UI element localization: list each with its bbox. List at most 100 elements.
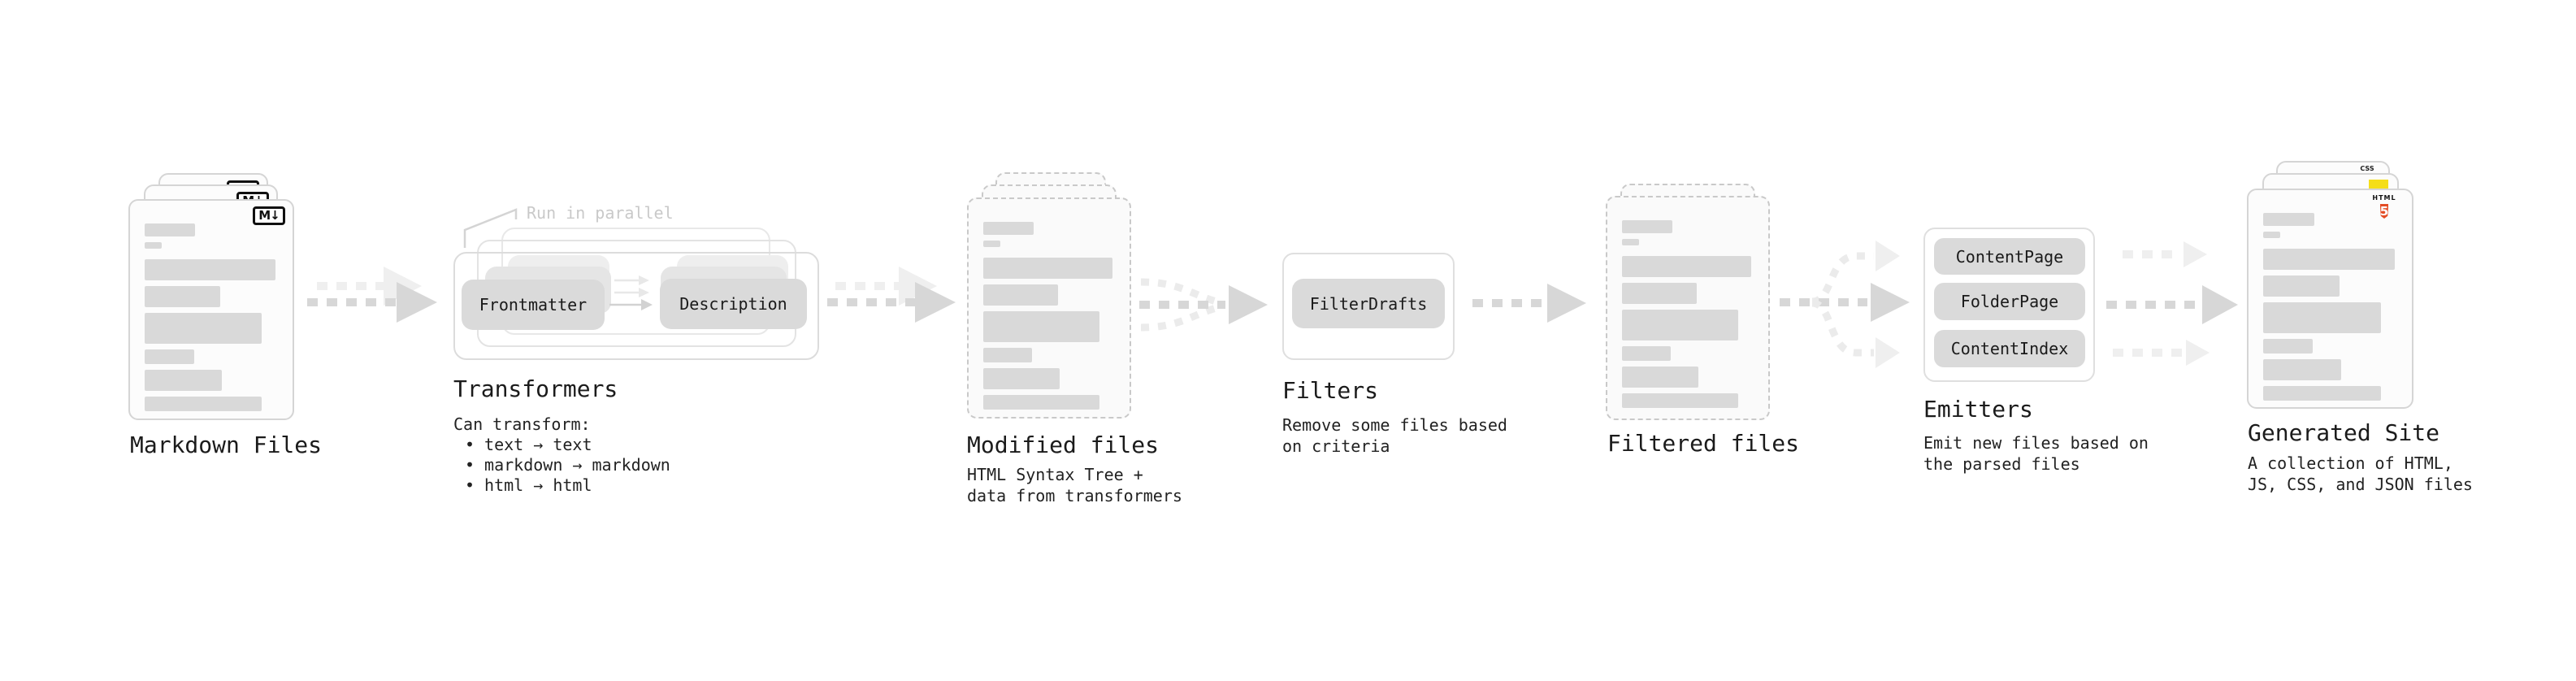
text-line xyxy=(145,242,163,249)
arrow-filtered-to-emitters-branch xyxy=(1780,241,1910,368)
hlt xyxy=(2184,241,2207,267)
emitters-subtitle: Emit new files based on the parsed files xyxy=(1923,432,2149,475)
text-line xyxy=(2263,232,2281,238)
html5-icon-label: HTML xyxy=(2372,194,2396,202)
text-line xyxy=(145,397,262,411)
text-line xyxy=(1622,283,1698,304)
bullet-item: • markdown → markdown xyxy=(453,455,670,475)
markdown-icon: M↓ xyxy=(253,206,285,225)
html5-icon: HTML 5 xyxy=(2367,194,2401,221)
text-line xyxy=(145,370,223,391)
text-line xyxy=(2263,249,2395,270)
text-line xyxy=(1622,310,1738,340)
subtitle-line: on criteria xyxy=(1282,436,1390,456)
text-line xyxy=(2263,386,2382,401)
arrow-filters-to-filtered xyxy=(1472,284,1586,323)
site-file-card-html: HTML 5 xyxy=(2247,189,2413,409)
subtitle-line: JS, CSS, and JSON files xyxy=(2248,475,2473,494)
arrow-markdown-to-transformers xyxy=(307,267,437,323)
bullet-text: markdown → markdown xyxy=(484,455,670,475)
bullet-dot: • xyxy=(465,475,475,495)
text-line xyxy=(983,222,1034,235)
doc-text-lines xyxy=(145,223,278,411)
text-line xyxy=(145,313,262,344)
text-line xyxy=(1622,220,1672,233)
hlt xyxy=(1876,337,1900,368)
text-line xyxy=(2263,213,2314,226)
text-line xyxy=(983,311,1099,342)
crv xyxy=(1140,278,1221,306)
bullet-text: html → html xyxy=(484,475,592,495)
doc-text-lines xyxy=(1622,220,1754,408)
text-line xyxy=(1622,367,1698,388)
generated-site-title: Generated Site xyxy=(2248,419,2440,446)
modified-file-card-front xyxy=(967,197,1131,419)
can-transform-label: Can transform: xyxy=(453,414,591,434)
hdk xyxy=(1229,285,1268,324)
hdk xyxy=(2202,285,2238,324)
text-line xyxy=(1622,239,1640,245)
generated-site-subtitle: A collection of HTML, JS, CSS, and JSON … xyxy=(2248,453,2473,495)
emitters-title: Emitters xyxy=(1923,396,2033,423)
css-icon-label: CSS xyxy=(2360,165,2374,172)
hdk xyxy=(397,282,437,323)
filtered-files-title: Filtered files xyxy=(1607,430,1800,457)
html5-icon-shield: 5 xyxy=(2379,204,2389,219)
crv xyxy=(1811,299,1874,357)
description-pill: Description xyxy=(660,279,807,329)
bullet-dot: • xyxy=(465,435,475,454)
hdk xyxy=(1547,284,1586,323)
hlt xyxy=(2186,340,2210,366)
subtitle-line: the parsed files xyxy=(1923,454,2080,474)
text-line xyxy=(1622,346,1671,361)
text-line xyxy=(2263,339,2314,354)
run-in-parallel-note: Run in parallel xyxy=(527,203,674,223)
text-line xyxy=(983,368,1060,389)
text-line xyxy=(145,259,275,280)
arrows-emitters-to-site xyxy=(2106,241,2238,366)
bullet-text: text → text xyxy=(484,435,592,454)
filters-subtitle: Remove some files based on criteria xyxy=(1282,414,1507,457)
text-line xyxy=(983,348,1032,362)
modified-files-title: Modified files xyxy=(967,432,1160,458)
contentindex-pill: ContentIndex xyxy=(1934,330,2085,367)
hlt xyxy=(1876,241,1900,271)
text-line xyxy=(983,395,1099,410)
hlt xyxy=(899,267,937,306)
hdk xyxy=(915,282,956,323)
transformer-box-front xyxy=(453,252,819,360)
subtitle-line: A collection of HTML, xyxy=(2248,453,2453,473)
subtitle-line: Emit new files based on xyxy=(1923,433,2149,453)
markdown-files-title: Markdown Files xyxy=(130,432,323,458)
crv xyxy=(1811,252,1874,306)
filtered-file-card-front xyxy=(1606,196,1770,420)
bullet-item: • html → html xyxy=(453,475,670,496)
text-line xyxy=(2263,359,2341,380)
arrow-modified-to-filters-merge xyxy=(1139,278,1268,332)
text-line xyxy=(1622,256,1751,277)
transformers-title: Transformers xyxy=(453,375,618,402)
text-line xyxy=(1622,393,1738,408)
filterdrafts-pill: FilterDrafts xyxy=(1292,279,1445,328)
hlt xyxy=(384,267,422,306)
text-line xyxy=(2263,275,2340,297)
bullet-item: • text → text xyxy=(453,435,670,455)
text-line xyxy=(145,223,196,236)
bullet-dot: • xyxy=(465,455,475,475)
text-line xyxy=(145,349,194,364)
text-line xyxy=(2263,302,2382,333)
doc-text-lines xyxy=(983,222,1115,410)
crv xyxy=(1140,303,1221,332)
subtitle-line: data from transformers xyxy=(967,486,1182,505)
modified-files-subtitle: HTML Syntax Tree + data from transformer… xyxy=(967,464,1182,506)
text-line xyxy=(983,241,1001,247)
hdk xyxy=(1871,283,1910,322)
folderpage-pill: FolderPage xyxy=(1934,283,2085,320)
arrow-transformers-to-modified xyxy=(827,267,956,323)
text-line xyxy=(983,284,1059,306)
subtitle-line: Remove some files based xyxy=(1282,415,1507,435)
filters-title: Filters xyxy=(1282,377,1379,404)
text-line xyxy=(983,258,1112,279)
frontmatter-pill: Frontmatter xyxy=(462,280,605,330)
